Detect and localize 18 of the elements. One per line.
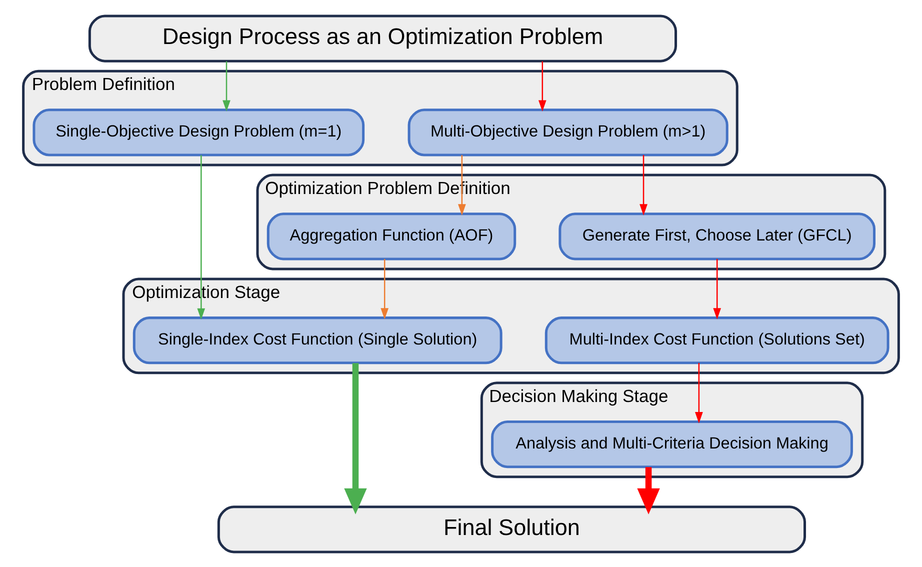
node-box: Analysis and Multi-Criteria Decision Making [491,420,853,468]
node-box: Multi-Index Cost Function (Solutions Set) [544,316,890,364]
arrow [640,154,648,215]
node-box: Single-Index Cost Function (Single Solution) [132,316,502,364]
arrow [713,258,722,319]
node-box: Single-Objective Design Problem (m=1) [32,108,365,156]
node-box: Generate First, Choose Later (GFCL) [558,212,876,260]
arrow [538,60,546,112]
arrow [694,362,703,423]
node-box: Aggregation Function (AOF) [266,212,516,260]
node-box: Design Process as an Optimization Problem [88,14,678,62]
arrow [344,362,367,514]
node-box: Multi-Objective Design Problem (m>1) [408,108,728,156]
arrow [380,258,389,319]
arrow [197,154,206,320]
arrow [637,466,660,514]
node-box: Final Solution [217,505,806,553]
arrow [222,60,230,112]
